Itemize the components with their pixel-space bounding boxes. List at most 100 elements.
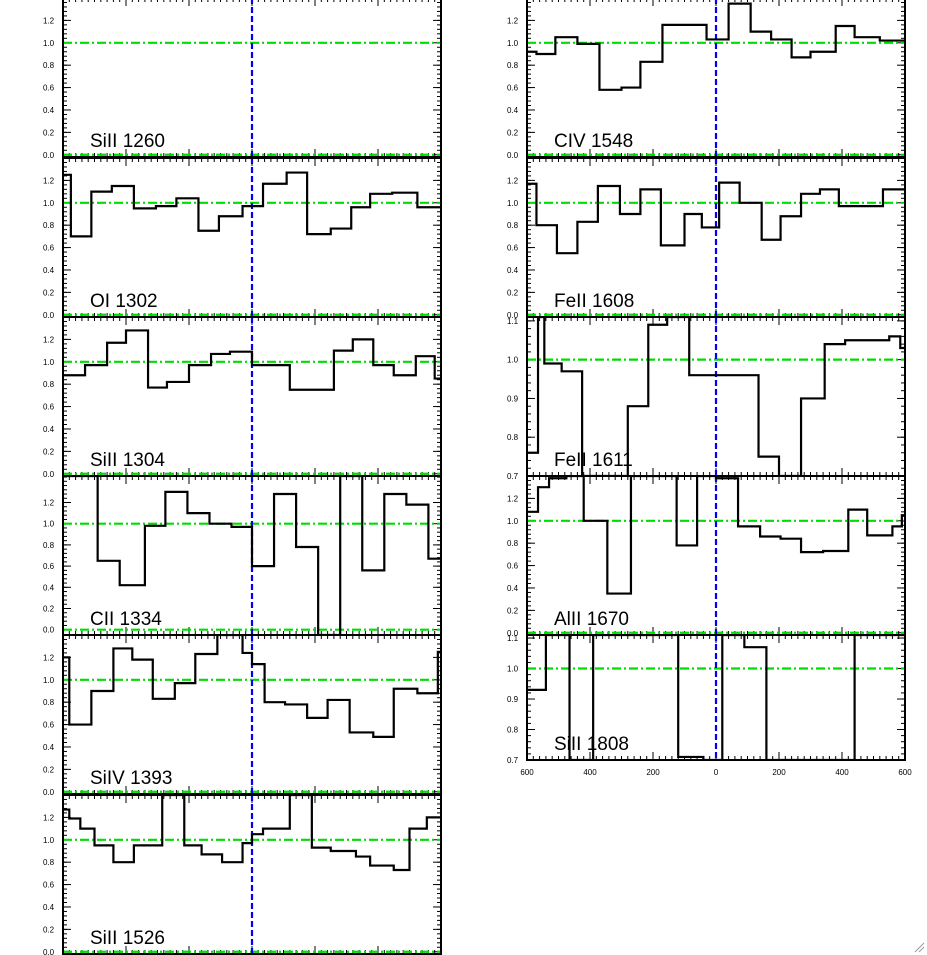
panel-label: SiII 1526 <box>90 928 165 949</box>
y-tick-label: 1.1 <box>507 317 519 326</box>
y-tick-label: 0.6 <box>43 244 55 253</box>
y-tick-label: 1.0 <box>43 676 55 685</box>
y-tick-label: 0.8 <box>507 221 519 230</box>
y-tick-label: 0.7 <box>507 756 519 765</box>
y-tick-label: 0.0 <box>43 151 55 160</box>
flux-histogram <box>63 635 441 738</box>
y-tick-label: 0.2 <box>43 447 55 456</box>
y-tick-label: 0.0 <box>507 151 519 160</box>
y-tick-label: 1.0 <box>43 358 55 367</box>
flux-histogram <box>63 329 441 391</box>
y-tick-label: 0.0 <box>43 470 55 479</box>
flux-histogram <box>527 2 905 91</box>
y-tick-label: 1.0 <box>43 836 55 845</box>
y-tick-label: 1.2 <box>507 176 519 185</box>
y-tick-label: 0.0 <box>43 311 55 320</box>
y-tick-label: 1.2 <box>43 176 55 185</box>
y-tick-label: 0.6 <box>43 562 55 571</box>
y-tick-label: 0.2 <box>43 925 55 934</box>
y-tick-label: 1.2 <box>43 499 55 508</box>
x-tick-label: 600 <box>520 768 534 777</box>
y-tick-label: 0.6 <box>43 403 55 412</box>
y-tick-label: 1.0 <box>43 39 55 48</box>
y-tick-label: 0.0 <box>507 311 519 320</box>
panel-label: FeII 1608 <box>554 291 634 312</box>
y-tick-label: 0.4 <box>43 743 55 752</box>
y-tick-label: 0.0 <box>507 629 519 638</box>
x-tick-label: 400 <box>583 768 597 777</box>
y-tick-label: 0.6 <box>43 721 55 730</box>
panel-label: SiII 1808 <box>554 734 629 755</box>
panel-label: OI 1302 <box>90 291 158 312</box>
flux-histogram <box>63 171 441 238</box>
x-tick-label: 400 <box>835 768 849 777</box>
y-tick-label: 0.4 <box>43 903 55 912</box>
y-tick-label: 1.2 <box>43 653 55 662</box>
window-resize-grip-icon[interactable] <box>913 941 925 953</box>
y-tick-label: 0.9 <box>507 394 519 403</box>
flux-histogram <box>527 181 905 255</box>
y-tick-label: 0.2 <box>43 765 55 774</box>
y-tick-label: 0.8 <box>43 541 55 550</box>
panel-label: SiIV 1393 <box>90 768 172 789</box>
panel-frame <box>62 794 442 955</box>
y-tick-label: 1.2 <box>43 335 55 344</box>
y-tick-label: 0.4 <box>507 106 519 115</box>
y-tick-label: 1.2 <box>507 494 519 503</box>
y-tick-label: 1.0 <box>507 199 519 208</box>
panel-label: AlII 1670 <box>554 609 629 630</box>
y-tick-label: 0.8 <box>507 433 519 442</box>
y-tick-label: 0.4 <box>43 425 55 434</box>
panel-label: SiII 1260 <box>90 131 165 152</box>
panel-label: CIV 1548 <box>554 131 633 152</box>
y-tick-label: 0.8 <box>507 539 519 548</box>
y-tick-label: 0.6 <box>507 562 519 571</box>
y-tick-label: 0.2 <box>507 128 519 137</box>
y-tick-label: 0.2 <box>507 606 519 615</box>
y-tick-label: 0.6 <box>507 84 519 93</box>
x-tick-label: 0 <box>714 768 719 777</box>
y-tick-label: 0.0 <box>43 788 55 797</box>
y-tick-label: 1.0 <box>43 520 55 529</box>
y-tick-label: 0.8 <box>43 858 55 867</box>
y-tick-label: 0.9 <box>507 695 519 704</box>
y-tick-label: 1.0 <box>507 665 519 674</box>
y-tick-label: 0.4 <box>43 106 55 115</box>
panel-label: CII 1334 <box>90 609 162 630</box>
y-tick-label: 0.4 <box>43 583 55 592</box>
y-tick-label: 0.4 <box>507 266 519 275</box>
panel-frame <box>526 634 906 761</box>
y-tick-label: 0.2 <box>43 288 55 297</box>
panel-oi-1302: 0.00.20.40.60.81.01.2OI 1302 <box>43 157 442 320</box>
x-tick-label: 600 <box>898 768 912 777</box>
x-tick-label: 200 <box>646 768 660 777</box>
y-tick-label: 1.0 <box>507 356 519 365</box>
y-tick-label: 0.2 <box>507 288 519 297</box>
y-tick-label: 1.0 <box>507 39 519 48</box>
y-tick-label: 0.7 <box>507 472 519 481</box>
y-tick-label: 1.0 <box>43 199 55 208</box>
flux-histogram <box>527 317 905 476</box>
y-tick-label: 0.4 <box>43 266 55 275</box>
y-tick-label: 0.0 <box>43 948 55 955</box>
y-tick-label: 0.8 <box>43 380 55 389</box>
y-tick-label: 1.1 <box>507 634 519 643</box>
panel-label: FeII 1611 <box>554 450 633 471</box>
y-tick-label: 0.8 <box>43 698 55 707</box>
panel-label: SiII 1304 <box>90 450 165 471</box>
y-tick-label: 1.2 <box>43 16 55 25</box>
y-tick-label: 0.8 <box>507 61 519 70</box>
y-tick-label: 0.8 <box>507 726 519 735</box>
flux-histogram <box>63 795 441 872</box>
